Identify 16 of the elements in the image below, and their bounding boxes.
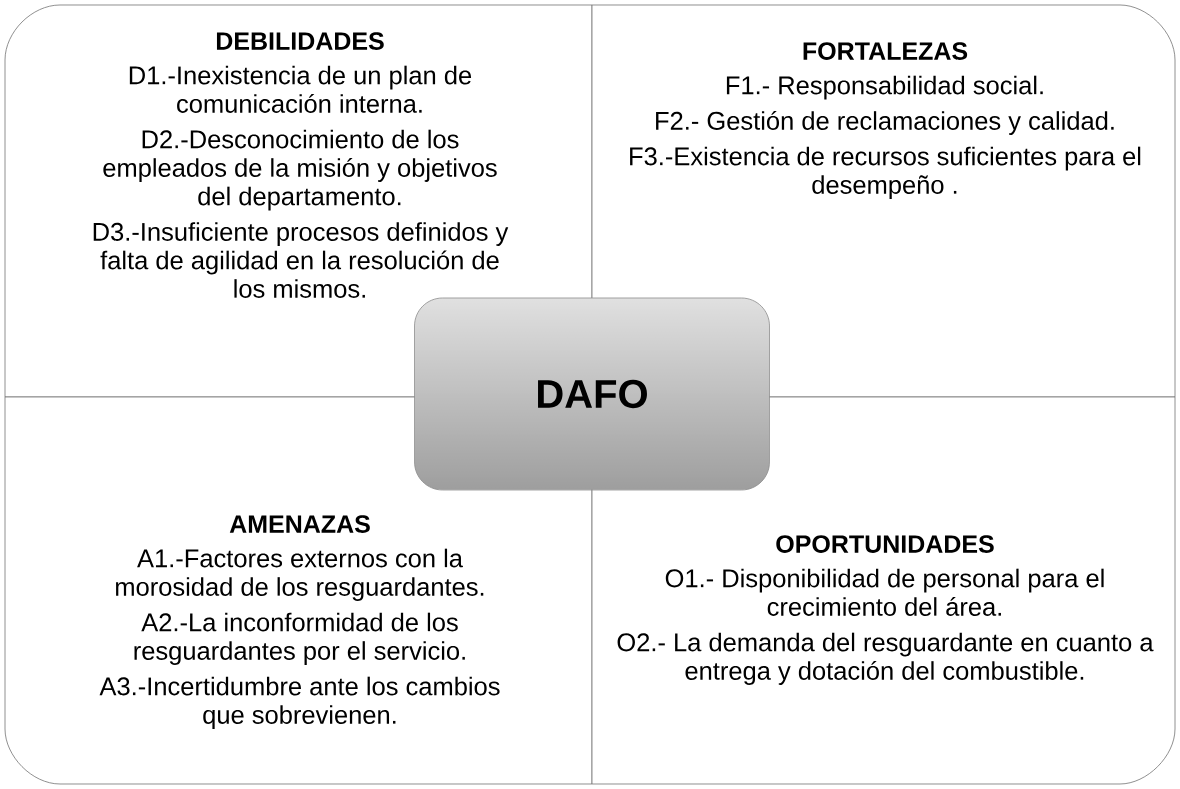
center-box: DAFO bbox=[414, 297, 770, 491]
quadrant-heading: OPORTUNIDADES bbox=[776, 535, 994, 553]
list-item: F2.- Gestión de reclamaciones y calidad. bbox=[656, 110, 1114, 135]
list-item: D3.-Insuficiente procesos definidos y falta de agilidad en la resolución de los mismos. bbox=[93, 222, 509, 298]
list-item: O1.- Disponibilidad de personal para el crecimiento del área. bbox=[665, 568, 1104, 616]
list-item: F1.- Responsabilidad social. bbox=[726, 75, 1043, 100]
list-item: A2.-La inconformidad de los resguardantes por el servicio. bbox=[134, 612, 465, 665]
quadrant-heading: FORTALEZAS bbox=[803, 42, 968, 60]
list-item: D1.-Inexistencia de un plan de comunicación interna. bbox=[129, 65, 472, 113]
list-item: F3.-Existencia de recursos suficientes para el desempeño . bbox=[630, 146, 1141, 199]
quadrant-heading: DEBILIDADES bbox=[216, 32, 384, 50]
quadrant-heading: AMENAZAS bbox=[229, 515, 370, 533]
list-item: O2.- La demanda del resguardante en cuanto a entrega y dotación del combustible. bbox=[617, 632, 1154, 685]
list-item: D2.-Desconocimiento de los empleados de la misión y objetivos del departamento. bbox=[103, 129, 497, 211]
list-item: A1.-Factores externos con la morosidad de los resguardantes. bbox=[116, 548, 484, 601]
list-item: A3.-Incertidumbre ante los cambios que sobrevienen. bbox=[99, 676, 500, 729]
